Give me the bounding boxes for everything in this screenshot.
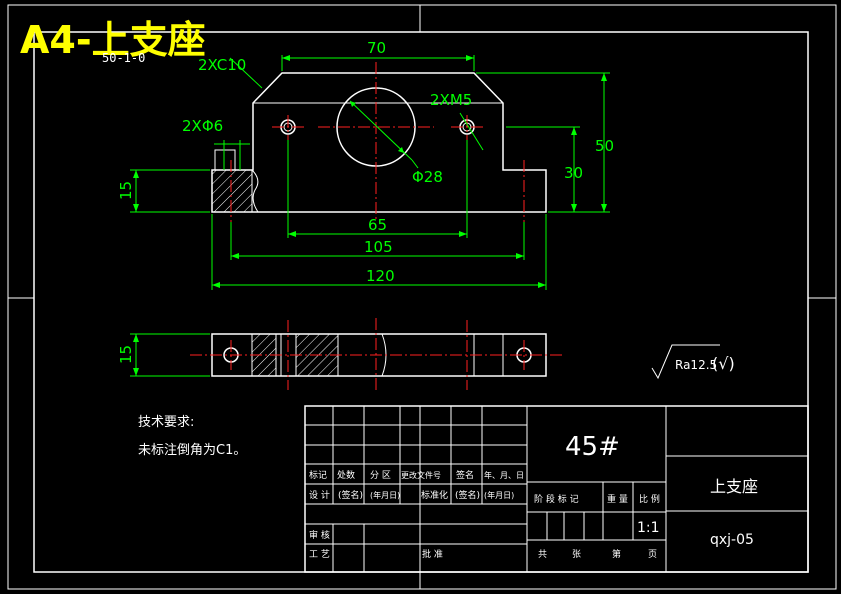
tb-stage-2: 比 例 bbox=[639, 493, 660, 505]
dim-hole-spacing: 65 bbox=[368, 216, 387, 234]
tech-requirements: 技术要求: 未标注倒角为C1。 bbox=[138, 414, 246, 460]
front-view bbox=[211, 62, 547, 222]
dim-hole-small: 2XΦ6 bbox=[182, 117, 223, 135]
dim-slot-spacing: 105 bbox=[364, 238, 393, 256]
tb-audit: 审 核 bbox=[309, 529, 330, 541]
tb-header-0: 标记 bbox=[309, 469, 327, 481]
tb-footer-1: 张 bbox=[572, 549, 581, 560]
tb-material: 45# bbox=[565, 432, 620, 462]
tb-design-1: (签名) bbox=[338, 489, 363, 501]
dim-thread: 2XM5 bbox=[430, 91, 472, 109]
tb-process: 工 艺 bbox=[309, 549, 330, 560]
dim-overall: 120 bbox=[366, 267, 395, 285]
tb-part-name: 上支座 bbox=[710, 477, 758, 496]
dim-height-total: 50 bbox=[595, 137, 614, 155]
banner-prefix: A4- bbox=[20, 18, 92, 62]
tb-footer-2: 第 bbox=[612, 548, 621, 560]
banner-part-name: 上支座 bbox=[91, 18, 206, 62]
tb-drawing-no: qxj-05 bbox=[710, 532, 754, 548]
tb-design-2: (年月日) bbox=[370, 490, 400, 500]
tb-design-0: 设 计 bbox=[309, 489, 330, 501]
dim-width-top: 70 bbox=[367, 39, 386, 57]
front-view-outline bbox=[211, 72, 547, 213]
title-banner: A4-上支座 50-1-0 bbox=[20, 18, 206, 65]
sheet-border bbox=[7, 4, 837, 590]
dim-bore: Φ28 bbox=[412, 168, 443, 186]
tb-footer-3: 页 bbox=[648, 549, 657, 560]
tb-design-4: (签名) bbox=[455, 489, 480, 501]
title-block bbox=[304, 405, 809, 573]
tb-approve: 批 准 bbox=[422, 548, 443, 560]
tech-heading: 技术要求: bbox=[138, 415, 195, 430]
roughness-suffix: (√) bbox=[712, 354, 735, 373]
dimension-lines bbox=[130, 55, 610, 377]
tb-header-5: 年、月、日 bbox=[484, 470, 524, 480]
tb-stage-1: 重 量 bbox=[607, 493, 628, 505]
roughness-symbol bbox=[651, 344, 720, 380]
dim-thickness-front: 15 bbox=[117, 181, 135, 200]
tb-design-3: 标准化 bbox=[421, 489, 448, 501]
tech-line1: 未标注倒角为C1。 bbox=[138, 443, 247, 458]
tb-footer-0: 共 bbox=[538, 549, 547, 560]
tb-header-1: 处数 bbox=[337, 469, 355, 481]
roughness-label: Ra12.5 bbox=[675, 358, 717, 372]
banner-overlap-text: 50-1-0 bbox=[102, 51, 146, 65]
top-view bbox=[190, 318, 562, 392]
tb-header-2: 分 区 bbox=[370, 470, 391, 481]
tb-stage-0: 阶 段 标 记 bbox=[534, 493, 579, 505]
tb-design-5: (年月日) bbox=[484, 490, 514, 500]
dim-thickness-top: 15 bbox=[117, 345, 135, 364]
tb-header-3: 更改文件号 bbox=[401, 470, 441, 480]
tb-scale: 1:1 bbox=[637, 520, 660, 536]
dim-chamfer: 2XC10 bbox=[198, 56, 246, 74]
dim-height-step: 30 bbox=[564, 164, 583, 182]
tb-header-4: 签名 bbox=[456, 469, 474, 481]
